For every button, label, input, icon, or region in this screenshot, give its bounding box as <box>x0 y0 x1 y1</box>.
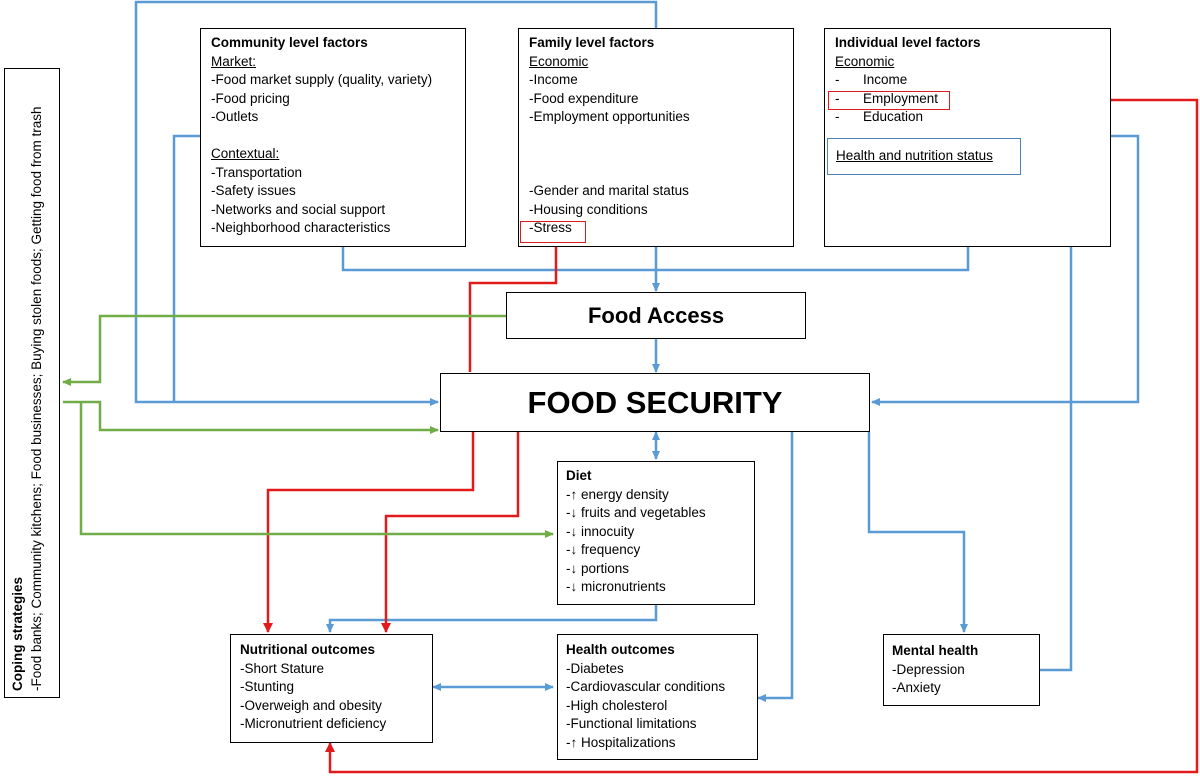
edge-diet-to-nutritional <box>326 605 658 633</box>
mental-item: -Depression <box>892 661 965 677</box>
family-factors-content: Family level factors Economic -Income -F… <box>529 34 690 238</box>
community-factors-box <box>200 28 466 247</box>
market-item: -Outlets <box>211 109 259 124</box>
health-outcomes-title: Health outcomes <box>566 642 675 657</box>
individual-factors-title: Individual level factors <box>835 35 981 50</box>
health-outcomes-content: Health outcomes -Diabetes -Cardiovascula… <box>566 641 725 752</box>
diet-title: Diet <box>566 468 592 483</box>
family-other-item: -Gender and marital status <box>529 183 689 198</box>
stress-highlight <box>520 221 586 243</box>
nutritional-outcomes-content: Nutritional outcomes -Short Stature -Stu… <box>240 641 386 734</box>
diet-item: -↓ fruits and vegetables <box>566 505 706 520</box>
individual-item-income: -Income <box>835 72 908 87</box>
contextual-item: -Networks and social support <box>211 201 386 217</box>
health-outcomes-box <box>557 634 758 760</box>
food-access-box <box>506 292 806 339</box>
edge-coping-to-diet <box>79 402 554 538</box>
family-economic-heading: Economic <box>529 53 589 69</box>
individual-factors-box <box>824 28 1111 247</box>
health-nutrition-status-label: Health and nutrition status <box>836 148 993 163</box>
coping-strategies-content: Coping strategies -Food banks; Community… <box>5 69 61 699</box>
family-stress-item: -Stress <box>529 220 572 235</box>
individual-item-education: -Education <box>835 109 924 124</box>
edge-individual-to-food-security <box>871 134 1140 406</box>
family-other-item: -Housing conditions <box>529 201 648 217</box>
edge-employment-to-nutritional <box>325 98 1199 774</box>
edge-stress-to-food-security <box>468 246 558 372</box>
diet-item: -↓ portions <box>566 560 630 576</box>
individual-economic-heading: Economic <box>835 53 895 69</box>
market-heading: Market: <box>211 53 257 69</box>
family-factors-box <box>518 28 794 247</box>
coping-strategies-box: Coping strategies -Food banks; Community… <box>4 68 60 698</box>
edge-food-security-to-nutritional-b <box>381 432 520 633</box>
individual-factors-content: Individual level factors Economic -Incom… <box>835 34 981 127</box>
health-nutrition-status-box <box>827 138 1021 175</box>
contextual-heading: Contextual: <box>211 146 280 161</box>
contextual-item: -Safety issues <box>211 183 296 198</box>
mental-health-box <box>883 634 1040 706</box>
contextual-item: -Neighborhood characteristics <box>211 220 391 235</box>
edge-food-security-to-health <box>757 432 794 702</box>
edge-food-security-to-nutritional-a <box>263 432 475 633</box>
nutritional-outcomes-title: Nutritional outcomes <box>240 642 376 657</box>
diet-content: Diet -↑ energy density -↓ fruits and veg… <box>566 467 706 597</box>
family-economic-item: -Food expenditure <box>529 90 639 106</box>
diet-item: -↓ micronutrients <box>566 579 666 594</box>
family-economic-item: -Employment opportunities <box>529 109 690 124</box>
coping-strategies-title: Coping strategies <box>10 576 25 691</box>
diet-item: -↓ innocuity <box>566 523 635 539</box>
edge-community-to-food-security <box>172 134 200 402</box>
nutritional-item: -Stunting <box>240 679 295 694</box>
diet-item: -↓ frequency <box>566 542 641 557</box>
community-factors-content: Community level factors Market: -Food ma… <box>211 34 432 238</box>
diet-box <box>557 461 755 605</box>
food-access-label: Food Access <box>587 303 725 328</box>
market-item: -Food pricing <box>211 90 290 106</box>
diet-item: -↑ energy density <box>566 486 669 502</box>
health-item: -Diabetes <box>566 660 624 676</box>
contextual-item: -Transportation <box>211 164 303 180</box>
edge-coping-to-food-security <box>63 400 439 434</box>
edge-top-loop-to-food-security <box>134 0 658 406</box>
edge-food-security-to-mental <box>867 432 968 633</box>
market-item: -Food market supply (quality, variety) <box>211 72 433 87</box>
employment-highlight <box>828 91 950 110</box>
mental-health-title: Mental health <box>892 643 979 658</box>
coping-strategies-text: -Food banks; Community kitchens; Food bu… <box>28 106 44 691</box>
health-item: -Cardiovascular conditions <box>566 679 726 694</box>
health-item: -Functional limitations <box>566 716 697 731</box>
mental-health-content: Mental health -Depression -Anxiety <box>892 642 978 698</box>
nutritional-item: -Micronutrient deficiency <box>240 716 387 731</box>
nutritional-item: -Short Stature <box>240 660 325 676</box>
health-item: -High cholesterol <box>566 697 668 713</box>
health-item: -↑ Hospitalizations <box>566 734 676 750</box>
food-security-box <box>440 373 870 432</box>
food-security-label: FOOD SECURITY <box>527 385 783 420</box>
individual-item-employment: -Employment <box>835 90 939 106</box>
family-factors-title: Family level factors <box>529 35 655 50</box>
mental-item: -Anxiety <box>892 680 941 695</box>
nutritional-outcomes-box <box>230 634 433 743</box>
nutritional-item: -Overweigh and obesity <box>240 697 382 713</box>
family-economic-item: -Income <box>529 72 578 87</box>
edge-food-access-to-coping <box>62 314 506 386</box>
community-factors-title: Community level factors <box>211 35 368 50</box>
